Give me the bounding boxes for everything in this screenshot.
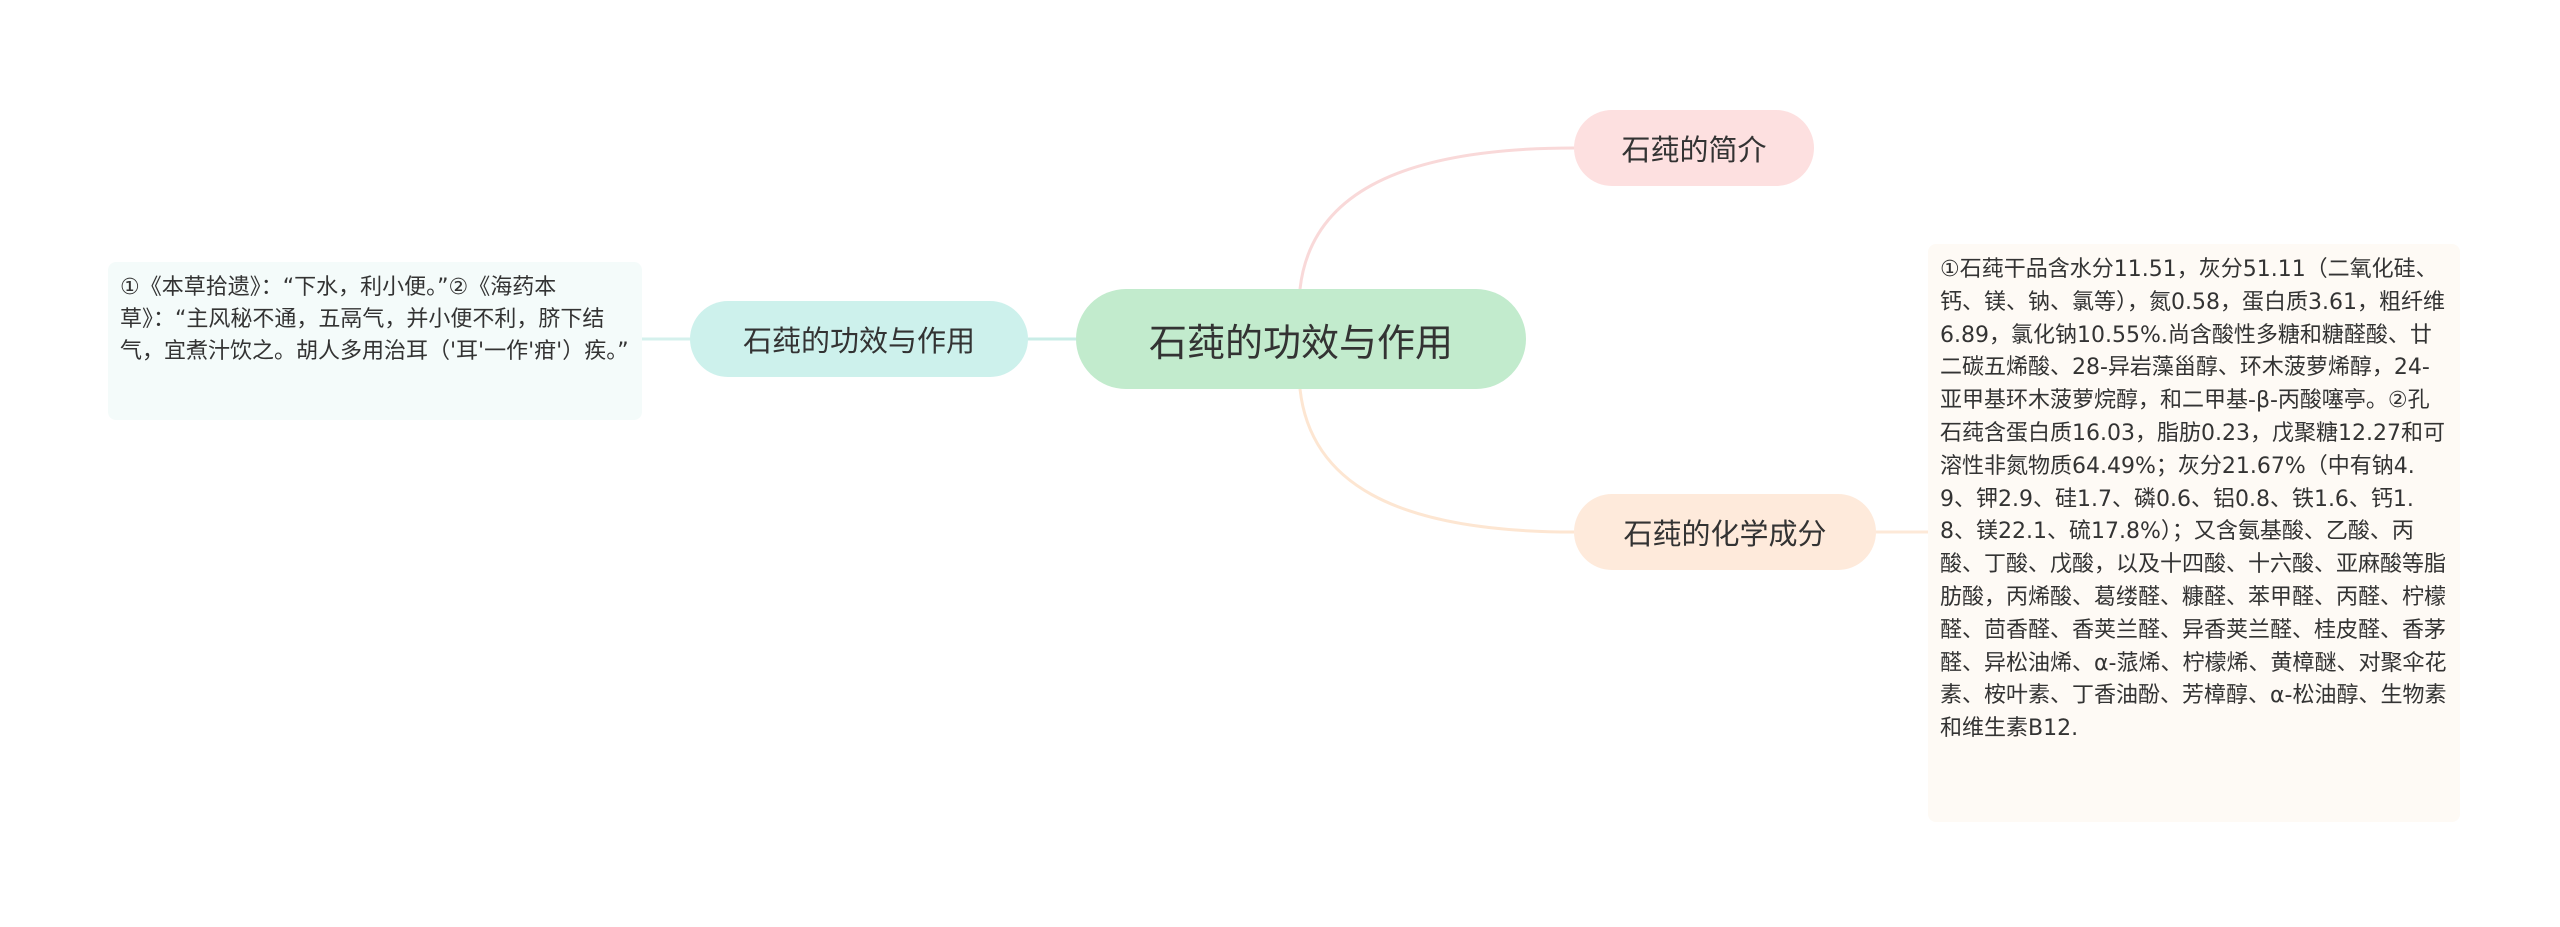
root-node-label: 石莼的功效与作用 bbox=[1148, 320, 1453, 365]
branch-line-chem bbox=[1298, 388, 1575, 534]
topic-node-chem[interactable]: 石莼的化学成分 bbox=[1574, 494, 1876, 570]
root-node[interactable]: 石莼的功效与作用 bbox=[1076, 289, 1526, 389]
detail-node-effect-text: ①《本草拾遗》：“下水，利小便。”②《海药本草》：“主风秘不通，五鬲气，并小便不… bbox=[120, 275, 629, 364]
detail-node-effect[interactable]: ①《本草拾遗》：“下水，利小便。”②《海药本草》：“主风秘不通，五鬲气，并小便不… bbox=[108, 262, 642, 420]
detail-node-chem[interactable]: ①石莼干品含水分11.51，灰分51.11（二氧化硅、钙、镁、钠、氯等），氮0.… bbox=[1928, 244, 2460, 822]
topic-node-chem-label: 石莼的化学成分 bbox=[1623, 517, 1827, 551]
topic-node-effect-label: 石莼的功效与作用 bbox=[742, 324, 975, 358]
topic-node-effect[interactable]: 石莼的功效与作用 bbox=[690, 301, 1028, 377]
detail-node-chem-text: ①石莼干品含水分11.51，灰分51.11（二氧化硅、钙、镁、钠、氯等），氮0.… bbox=[1940, 257, 2447, 742]
topic-node-intro[interactable]: 石莼的简介 bbox=[1574, 110, 1814, 186]
topic-node-intro-label: 石莼的简介 bbox=[1621, 133, 1767, 167]
branch-line-intro bbox=[1298, 146, 1575, 290]
